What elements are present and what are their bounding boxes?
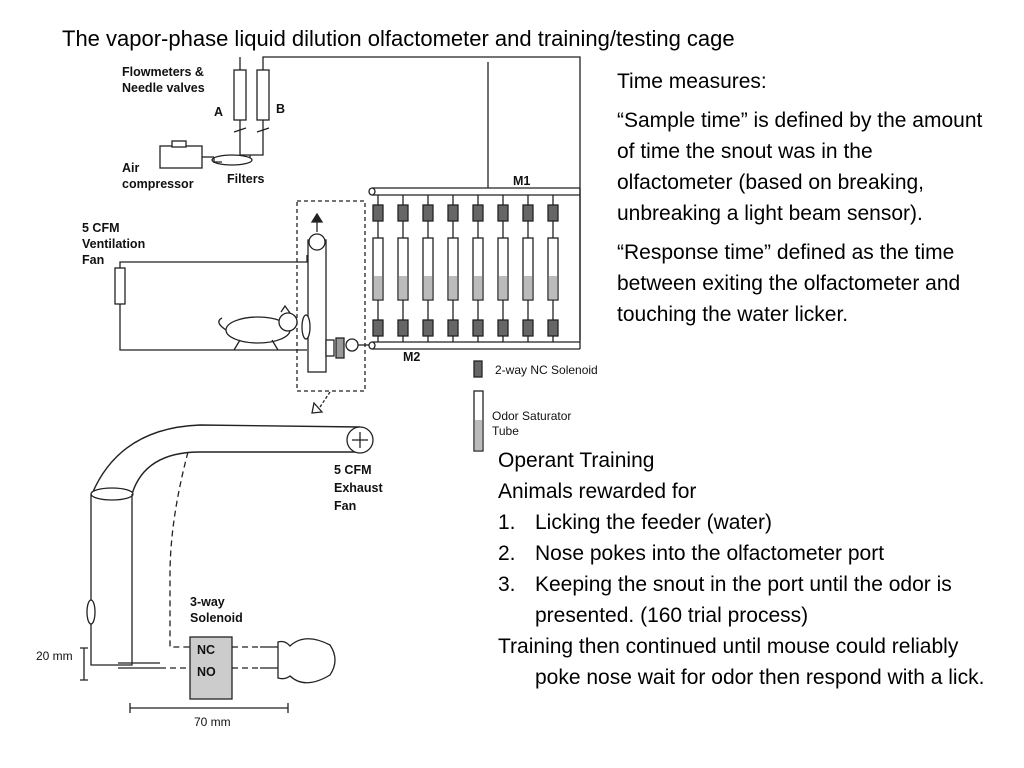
ventilation-fan-label-1: 5 CFM	[82, 221, 120, 235]
dashed-line	[169, 451, 190, 648]
no-label: NO	[197, 665, 216, 679]
dim-20mm	[80, 647, 88, 681]
list-text: Nose pokes into the olfactometer port	[535, 542, 885, 565]
list-item: 3. Keeping the snout in the port until th…	[498, 569, 988, 631]
legend-solenoid-icon	[473, 360, 483, 378]
bottle	[277, 638, 336, 684]
legend-tube-label-1: Odor Saturator	[492, 409, 571, 423]
cage-box	[296, 200, 366, 392]
flowmeter-b	[256, 69, 270, 121]
list-number: 2.	[498, 542, 516, 565]
flowmeter-a	[233, 69, 247, 121]
ventilation-fan-label-2: Ventilation	[82, 237, 145, 251]
solenoid3-label-2: Solenoid	[190, 611, 243, 625]
manifold-m2	[372, 341, 580, 350]
sample-time-text: “Sample time” is defined by the amount o…	[617, 109, 983, 225]
training-list: 1. Licking the feeder (water) 2. Nose poke…	[498, 507, 988, 631]
training-block: Operant Training Animals rewarded for 1.…	[498, 445, 988, 693]
legend-solenoid-label: 2-way NC Solenoid	[495, 363, 598, 377]
list-item: 1. Licking the feeder (water)	[498, 507, 988, 538]
list-text: Keeping the snout in the port until the …	[535, 573, 952, 627]
legend-tube-label-2: Tube	[492, 424, 519, 438]
solenoid3-label-1: 3-way	[190, 595, 225, 609]
valve-a-label: A	[214, 105, 223, 119]
slide-title: The vapor-phase liquid dilution olfactom…	[62, 26, 735, 51]
cage-tube	[90, 494, 133, 666]
m1-label: M1	[513, 174, 530, 188]
exhaust-fan-label-1: 5 CFM	[334, 463, 372, 477]
valve-b-label: B	[276, 102, 285, 116]
training-heading: Operant Training	[498, 449, 655, 472]
time-measures-heading: Time measures:	[617, 70, 767, 93]
training-subheading: Animals rewarded for	[498, 480, 697, 503]
training-conclusion: Training then continued until mouse coul…	[498, 635, 985, 689]
list-text: Licking the feeder (water)	[535, 511, 772, 534]
dim-70mm-label: 70 mm	[194, 715, 231, 729]
ventilation-fan-label-3: Fan	[82, 253, 104, 267]
time-measures-block: Time measures: “Sample time” is defined …	[617, 66, 992, 338]
nc-label: NC	[197, 643, 215, 657]
flowmeters-label: Flowmeters &	[122, 65, 204, 79]
list-item: 2. Nose pokes into the olfactometer port	[498, 538, 988, 569]
dim-70mm	[129, 703, 289, 713]
olfactometer-port	[307, 239, 327, 373]
filters	[211, 154, 253, 166]
list-number: 1.	[498, 511, 516, 534]
manifold-m1	[372, 187, 580, 196]
air-compressor-label: compressor	[122, 177, 194, 191]
exhaust-fan-label-2: Exhaust	[334, 481, 383, 495]
m2-label: M2	[403, 350, 420, 364]
air-label: Air	[122, 161, 140, 175]
mouse-figure	[218, 304, 298, 351]
list-number: 3.	[498, 573, 516, 596]
ventilation-fan	[114, 267, 126, 305]
exhaust-duct	[91, 424, 361, 495]
zoom-arrow	[317, 391, 331, 411]
dim-20mm-label: 20 mm	[36, 649, 73, 663]
filters-label: Filters	[227, 172, 265, 186]
exhaust-fan-label-3: Fan	[334, 499, 356, 513]
needle-valves-label-text: Needle valves	[122, 81, 205, 95]
response-time-text: “Response time” defined as the time betw…	[617, 241, 961, 326]
air-compressor	[159, 145, 203, 169]
